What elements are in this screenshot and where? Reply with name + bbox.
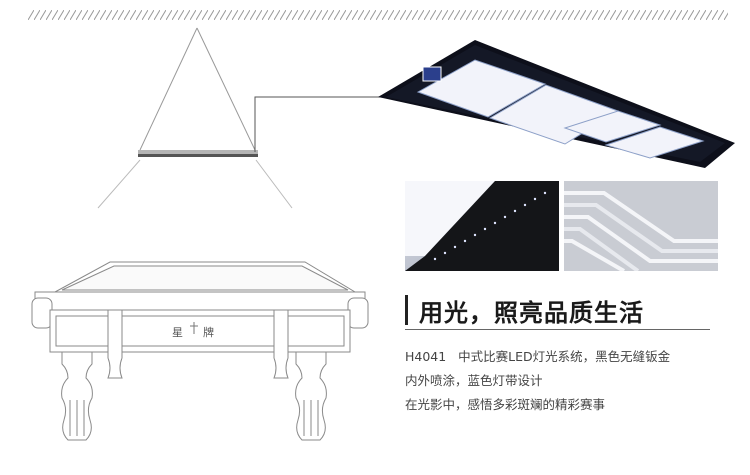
description-line-1: H4041 中式比赛LED灯光系统，黑色无缝钣金 [405, 345, 725, 369]
billiard-table [31, 261, 369, 441]
headline-block: 用光，照亮品质生活 [405, 289, 710, 331]
headline-title: 用光，照亮品质生活 [419, 299, 644, 327]
headline-accent-bar [405, 295, 408, 325]
headline-underline [405, 329, 710, 330]
detail-photo-light-strip [405, 181, 559, 271]
suspension-wires [139, 27, 256, 151]
lamp-perspective-view [378, 40, 735, 168]
callout-connector [254, 96, 380, 152]
product-description: H4041 中式比赛LED灯光系统，黑色无缝钣金 内外喷涂，蓝色灯带设计 在光影… [405, 345, 725, 417]
light-spread-lines [97, 159, 293, 209]
description-line-3: 在光影中，感悟多彩斑斓的精彩赛事 [405, 397, 606, 412]
model-number: H4041 [405, 349, 447, 364]
table-brand-logo-icon [190, 322, 198, 334]
description-line-2: 内外喷涂，蓝色灯带设计 [405, 373, 543, 388]
detail-photo-frame-corners [564, 181, 718, 271]
lamp-side-view [138, 150, 258, 157]
description-line-1-text: 中式比赛LED灯光系统，黑色无缝钣金 [458, 349, 671, 364]
table-brand-mark-tail: 牌 [203, 325, 214, 339]
table-brand-mark: 星 [172, 326, 183, 339]
ceiling-hatch [28, 10, 728, 20]
